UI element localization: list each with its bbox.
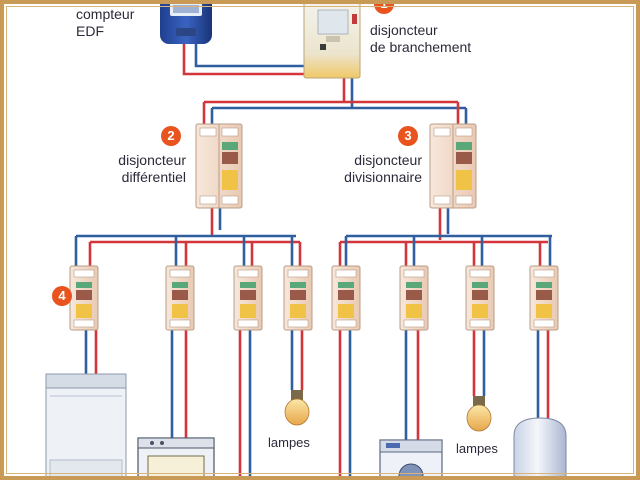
divisional-breaker-icon (429, 123, 477, 209)
badge-circuit-breaker: 4 (52, 286, 72, 306)
circuit-breaker-icon (233, 265, 263, 331)
circuit-breaker-icon (529, 265, 559, 331)
differential-label: disjoncteur différentiel (118, 152, 186, 185)
washing-machine-icon (379, 439, 443, 480)
circuit-breaker-icon (465, 265, 495, 331)
electric-meter-icon (160, 0, 212, 44)
badge-divisional: 3 (398, 126, 418, 146)
live-wire (182, 40, 320, 76)
circuit-breaker-icon (399, 265, 429, 331)
wiring (74, 0, 552, 480)
main-breaker-icon (303, 0, 361, 79)
oven-icon (137, 437, 215, 480)
divisional-label: disjoncteur divisionnaire (344, 152, 422, 185)
lamps-label-right: lampes (456, 441, 498, 456)
circuit-breaker-icon (69, 265, 99, 331)
appliance-icon (45, 373, 127, 480)
lamps-label-left: lampes (268, 435, 310, 450)
circuit-breaker-icon (331, 265, 361, 331)
differential-breaker-icon (195, 123, 243, 209)
main-breaker-label: disjoncteur de branchement (370, 22, 472, 55)
water-heater-icon (513, 417, 567, 480)
circuit-breaker-icon (283, 265, 313, 331)
neutral-wire (194, 4, 308, 68)
badge-differential: 2 (161, 126, 181, 146)
circuit-breaker-icon (165, 265, 195, 331)
light-bulb-icon (466, 396, 492, 432)
meter-label: compteur EDF (76, 6, 135, 39)
branch-breakers (69, 265, 559, 331)
light-bulb-icon (284, 390, 310, 426)
